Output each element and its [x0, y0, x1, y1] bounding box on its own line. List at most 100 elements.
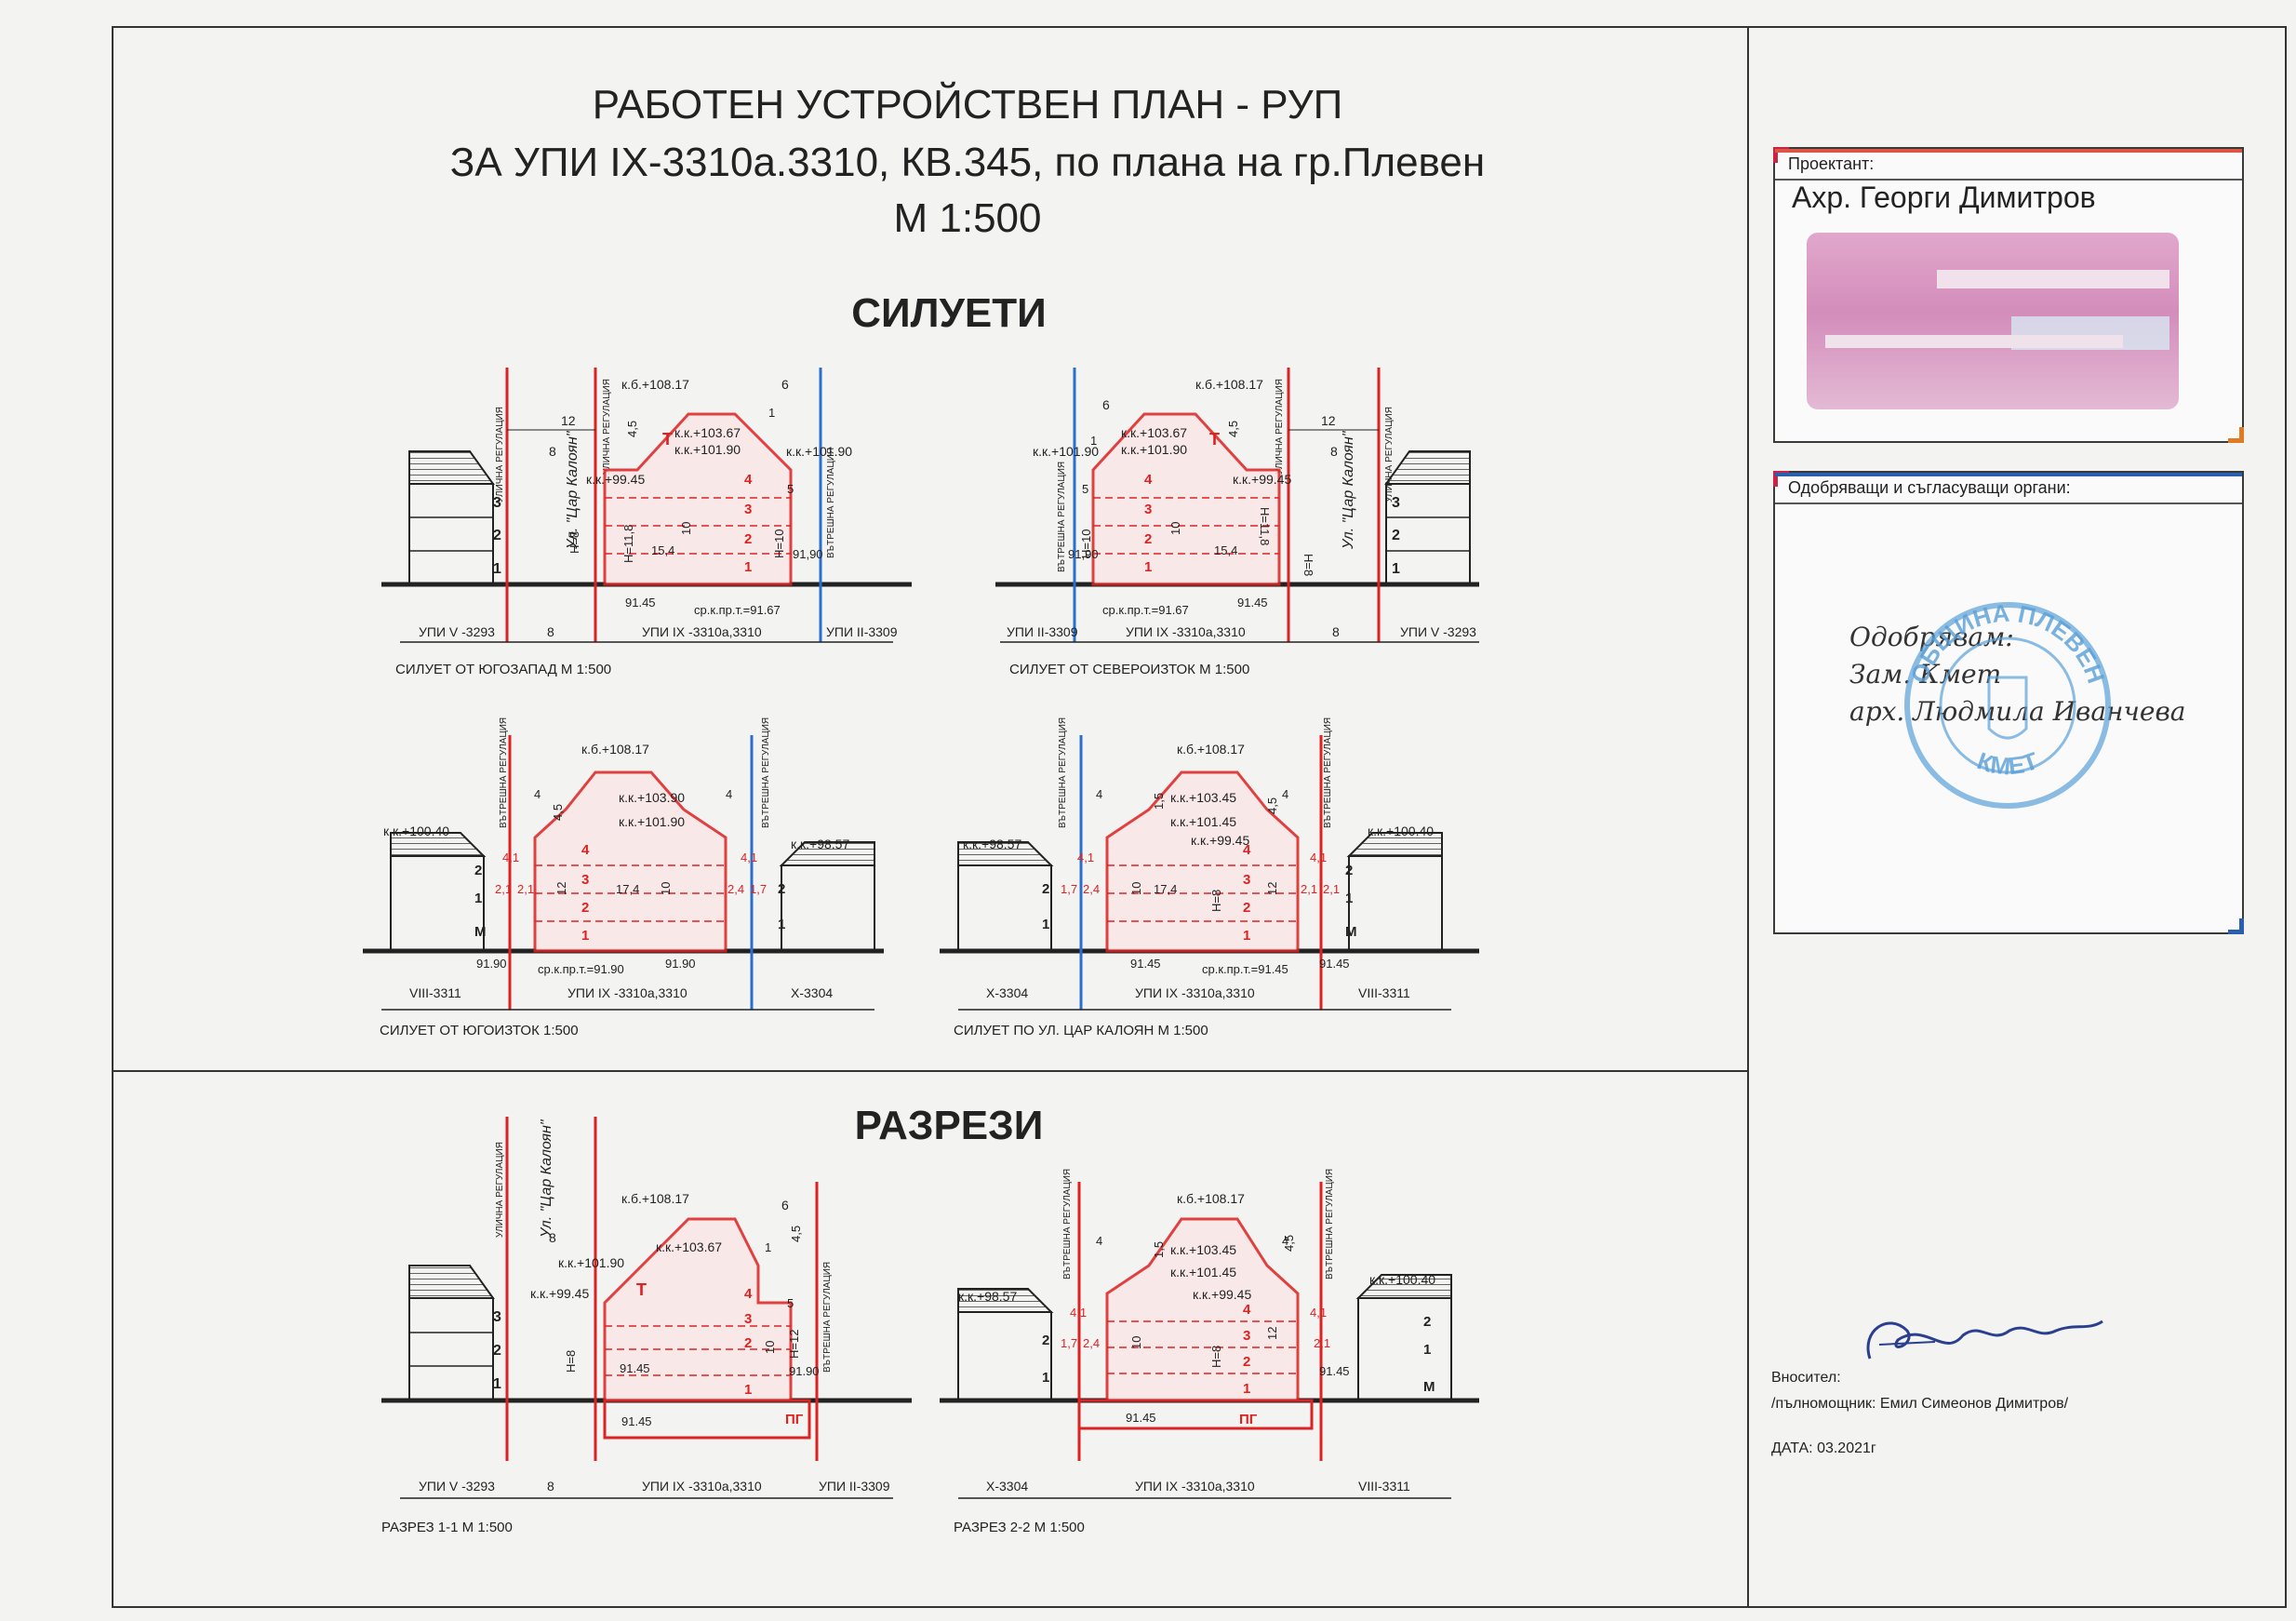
building-floor: 1	[1243, 1381, 1250, 1397]
drawing-frame	[112, 26, 1749, 1608]
floor-number: 1	[1345, 891, 1353, 906]
dimension-1-5: 1,5	[1152, 793, 1166, 810]
plan-scale: М 1:500	[893, 195, 1042, 241]
avg-ground-level: ср.к.пр.т.=91.45	[1202, 962, 1288, 976]
plot-right: VIII-3311	[1358, 985, 1410, 1000]
dimension-5: 5	[787, 1296, 794, 1310]
dimension-2-4: 2,4	[1083, 882, 1100, 896]
level-cornice: к.к.+99.45	[1233, 472, 1291, 487]
neighbour-roof-left	[957, 1288, 1054, 1313]
height-8: Н=8	[1302, 554, 1315, 576]
level-right: к.к.+100.40	[1368, 824, 1434, 838]
neighbour-roof	[408, 450, 495, 485]
street-regulation-label: УЛИЧНА РЕГУЛАЦИЯ	[495, 407, 505, 502]
dimension-1: 1	[1090, 434, 1097, 448]
dimension-15-4: 15,4	[1214, 543, 1237, 557]
dimension-4-1: 4,1	[1310, 851, 1327, 864]
dimension-4-5: 4,5	[625, 421, 639, 437]
dimension-4: 4	[1282, 1234, 1288, 1248]
dimension-1-7: 1,7	[750, 882, 767, 896]
floor-number: 2	[1042, 1333, 1049, 1348]
building-floor: 1	[1144, 559, 1152, 575]
dimension-4: 4	[1096, 787, 1102, 801]
dimension-4: 4	[1096, 1234, 1102, 1248]
box-accent	[1775, 149, 2242, 153]
dimension-1: 1	[768, 406, 775, 420]
section-divider	[112, 1070, 1749, 1072]
avg-ground-level: ср.к.пр.т.=91.67	[694, 603, 781, 617]
dimension-1-7: 1,7	[1061, 1336, 1077, 1350]
municipal-stamp: ОБЩИНА ПЛЕВЕН КМЕТ	[1904, 599, 2111, 809]
neighbour-roof-right	[1346, 832, 1443, 857]
dimension-2-1: 2,1	[1323, 882, 1340, 896]
dimension-10: 10	[679, 522, 693, 535]
floor-number: М	[1423, 1379, 1435, 1395]
neighbour-building-left	[957, 864, 1052, 952]
dimension-1-7: 1,7	[1061, 882, 1077, 896]
level-cornice: к.к.+103.45	[1170, 790, 1236, 805]
dimension-1-5: 1,5	[1152, 1241, 1166, 1258]
neighbour-roof-left	[390, 832, 487, 857]
regulation-label: ВЪТРЕШНА РЕГУЛАЦИЯ	[1062, 1169, 1073, 1279]
level-cornice: к.к.+101.90	[619, 814, 685, 829]
plot-left: Х-3304	[986, 985, 1028, 1000]
plot-main: УПИ IX -3310а,3310	[642, 1479, 762, 1494]
dimension-17-4: 17,4	[616, 882, 639, 896]
attic-tag: Т	[1209, 430, 1220, 449]
building-floor: 2	[581, 900, 589, 916]
dimension-2-1: 2,1	[495, 882, 512, 896]
height-10: Н=10	[772, 529, 786, 558]
level-cornice-left: к.к.+101.90	[1033, 444, 1099, 459]
building-floor: 2	[744, 1335, 752, 1351]
dimension-10: 10	[1168, 522, 1182, 535]
main-building-outline	[603, 1217, 793, 1402]
floor-number: 1	[493, 561, 501, 577]
level-ridge: к.б.+108.17	[1195, 377, 1263, 392]
level-cornice: к.к.+99.45	[586, 472, 645, 487]
dimension-12: 12	[554, 882, 568, 895]
height-10: Н=10	[1079, 529, 1093, 558]
height-12: Н=12	[787, 1330, 801, 1359]
height-8: Н=8	[1209, 1346, 1223, 1368]
building-floor: 4	[744, 472, 753, 488]
plan-title-line2: ЗА УПИ IX-3310а.3310, КВ.345, по плана н…	[449, 140, 1486, 185]
floor-number: 1	[778, 917, 785, 932]
level-cornice-right: к.к.+101.90	[786, 444, 852, 459]
level-cornice: к.к.+103.67	[674, 425, 741, 440]
avg-ground-level: ср.к.пр.т.=91.67	[1102, 603, 1189, 617]
floor-number: 2	[1392, 528, 1400, 543]
floor-number: 2	[1345, 863, 1353, 878]
level-91-90: 91,90	[793, 547, 823, 561]
level-ridge: к.б.+108.17	[621, 1191, 689, 1206]
silhouette-southwest: 3 2 1 УЛИЧНА РЕГУЛАЦИЯ УЛИЧНА РЕГУЛАЦИЯ …	[381, 368, 912, 677]
level-91-45: 91.45	[1319, 1364, 1350, 1378]
floor-number: 2	[493, 1343, 501, 1359]
level-cornice: к.к.+103.67	[1121, 425, 1187, 440]
regulation-label: ВЪТРЕШНА РЕГУЛАЦИЯ	[761, 717, 771, 828]
level-cornice: к.к.+99.45	[1193, 1287, 1251, 1302]
drawing-caption: СИЛУЕТ ОТ СЕВЕРОИЗТОК М 1:500	[1009, 662, 1249, 677]
neighbour-roof-right	[779, 841, 875, 866]
avg-ground-level: ср.к.пр.т.=91.90	[538, 962, 624, 976]
attic-tag: Т	[636, 1280, 647, 1299]
level-cornice: к.к.+103.45	[1170, 1242, 1236, 1257]
silhouette-street: к.к.+98.57 2 1 к.к.+100.40 2 1 М ВЪТРЕШН…	[940, 717, 1479, 1038]
drawing-caption: СИЛУЕТ ПО УЛ. ЦАР КАЛОЯН М 1:500	[954, 1023, 1208, 1038]
level-right: к.к.+98.57	[791, 837, 849, 851]
level-91-45: 91.45	[1126, 1411, 1156, 1425]
drawing-caption: РАЗРЕЗ 2-2 М 1:500	[954, 1520, 1085, 1535]
dimension-12: 12	[1265, 882, 1279, 895]
street-regulation-label: УЛИЧНА РЕГУЛАЦИЯ	[1384, 407, 1395, 502]
section-title-sections: РАЗРЕЗИ	[854, 1103, 1044, 1148]
plot-right: Х-3304	[791, 985, 833, 1000]
dimension-10: 10	[763, 1341, 777, 1354]
plot-main: УПИ IX -3310а,3310	[1126, 624, 1246, 639]
floor-number: 1	[1423, 1342, 1431, 1358]
neighbour-building	[408, 1297, 494, 1401]
level-cornice: к.к.+101.90	[674, 442, 741, 457]
dimension-2-4: 2,4	[728, 882, 744, 896]
designer-label: Проектант:	[1788, 154, 1875, 173]
floor-number: 2	[778, 881, 785, 897]
corner-mark	[2228, 918, 2244, 934]
